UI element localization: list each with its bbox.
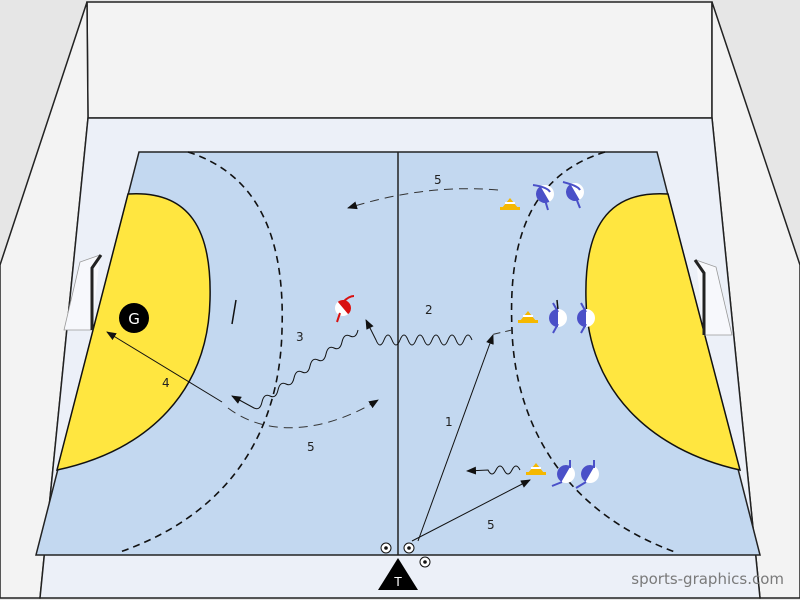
goal-right <box>693 259 733 336</box>
step-label-4: 4 <box>162 376 170 390</box>
step-label-2: 2 <box>425 303 433 317</box>
step-label-5-pass: 5 <box>487 518 495 532</box>
path-step-3 <box>231 329 359 410</box>
cone-icon <box>500 198 520 210</box>
defender-icon <box>575 460 599 489</box>
path-step-1 <box>417 334 494 542</box>
path-dribble-bottom <box>466 465 521 475</box>
path-step-4 <box>106 331 223 403</box>
cone-icon <box>526 463 546 475</box>
seven-meter-mark-left <box>231 299 237 325</box>
watermark: sports-graphics.com <box>631 570 784 588</box>
path-step-5-run <box>227 399 379 429</box>
ball-icon <box>380 542 392 554</box>
goal-left <box>63 254 103 331</box>
goalkeeper: G <box>119 303 149 333</box>
trainer: T <box>378 558 418 590</box>
defender-icon <box>562 181 584 209</box>
cone-icon <box>518 311 538 323</box>
ball-icon <box>419 556 431 568</box>
goalkeeper-label: G <box>128 310 140 328</box>
defender-icon <box>551 460 575 487</box>
path-step-2 <box>365 319 473 346</box>
path-step-5-pass <box>411 479 531 542</box>
defender-icon <box>532 184 554 211</box>
path-step-5-top <box>347 188 499 210</box>
defender-icon <box>549 302 567 334</box>
trainer-label: T <box>393 575 402 589</box>
left-wall <box>0 1 89 599</box>
right-wall <box>711 1 800 599</box>
attacker-icon <box>335 295 355 323</box>
path-dash-mid <box>489 329 513 336</box>
back-wall <box>86 1 713 119</box>
step-label-5-run: 5 <box>307 440 315 454</box>
step-label-3: 3 <box>296 330 304 344</box>
ball-icon <box>403 542 415 554</box>
step-label-5-top: 5 <box>434 173 442 187</box>
step-label-1: 1 <box>445 415 453 429</box>
defender-icon <box>577 302 595 334</box>
free-throw-line-left <box>119 151 284 553</box>
